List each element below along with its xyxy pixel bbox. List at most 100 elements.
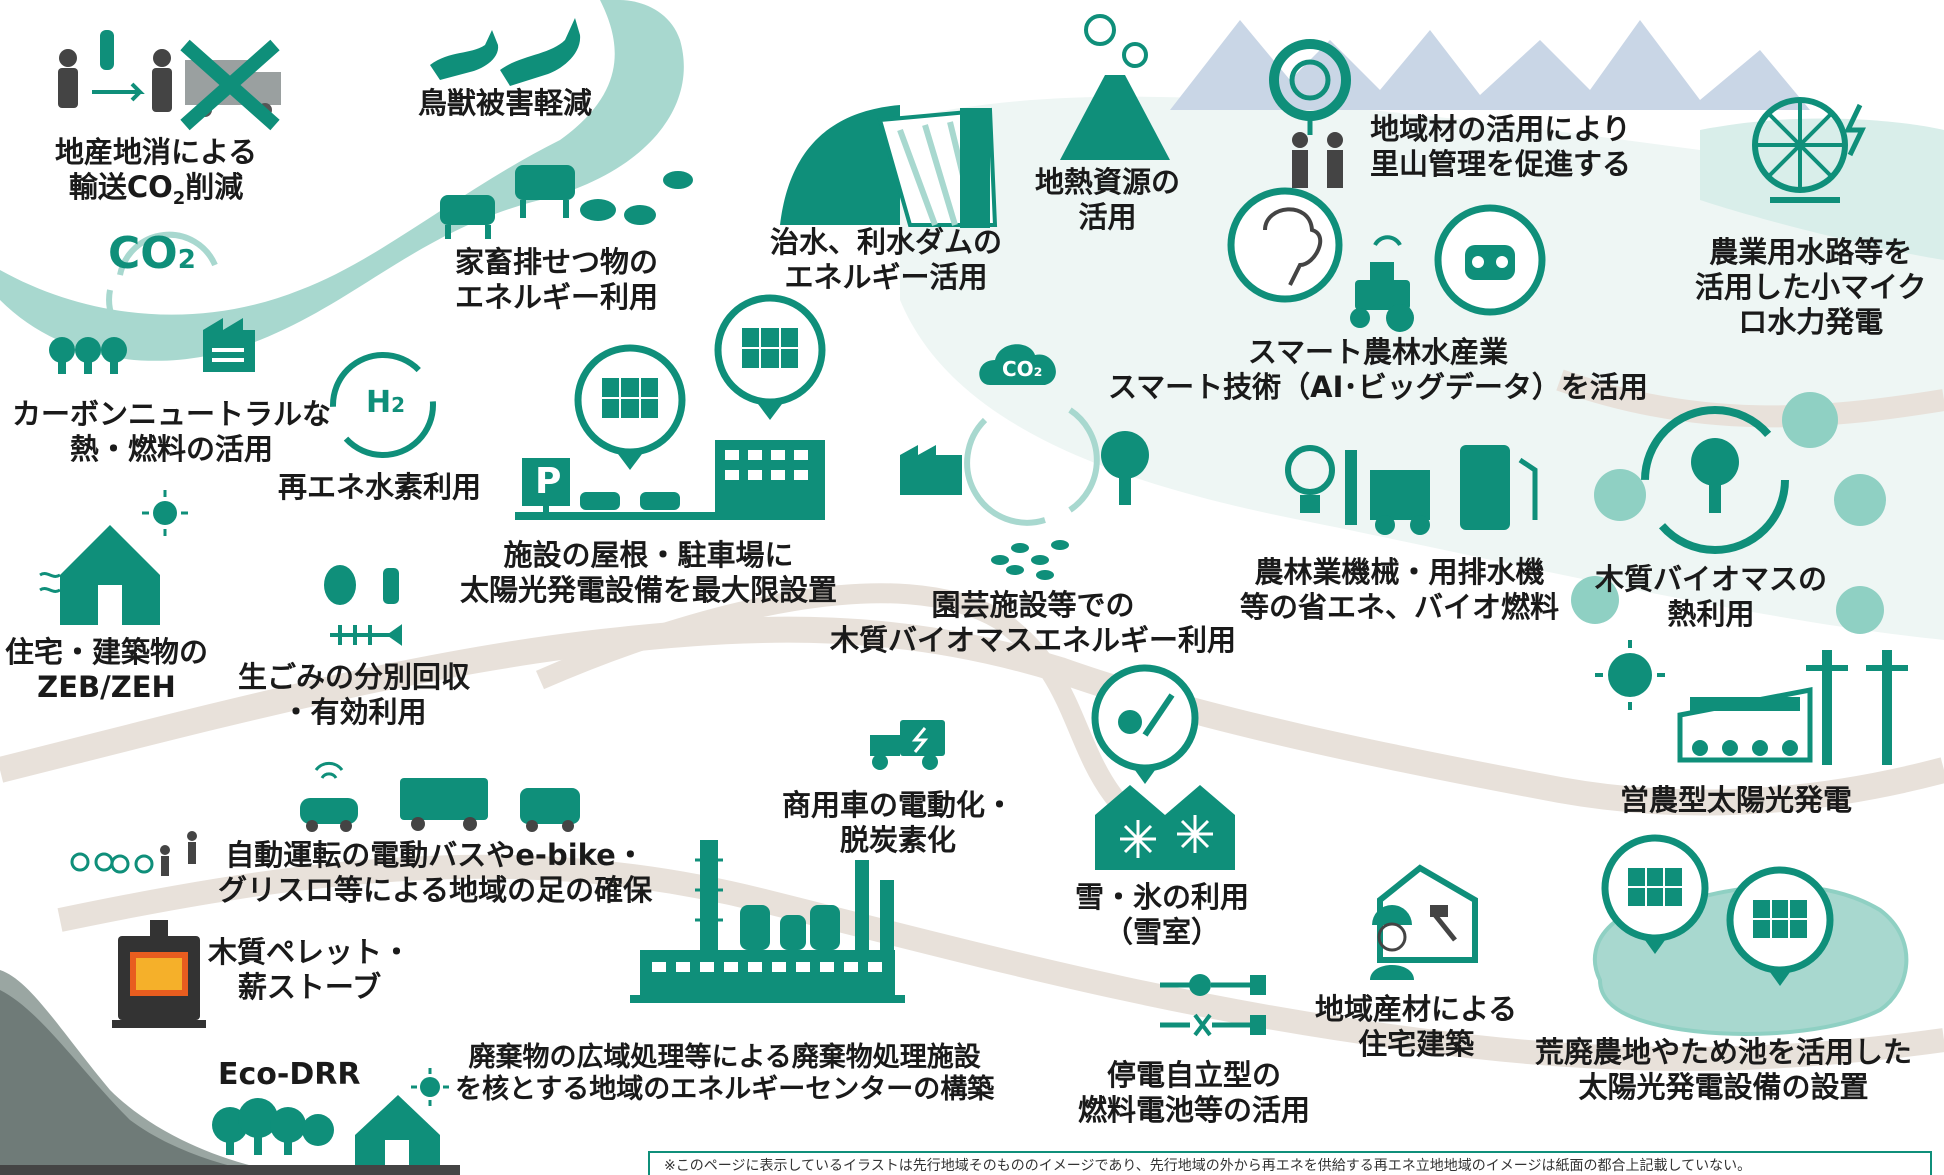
- label-local-consumption-line2: 輸送CO2削減: [55, 170, 257, 209]
- water-wheel-icon: [1752, 97, 1866, 203]
- co2-subscript: 2: [172, 187, 186, 209]
- deer-icon: [430, 18, 581, 86]
- label-micro-hydro: 農業用水路等を 活用した小マイク ロ水力発電: [1695, 235, 1926, 339]
- label-carbon-neutral: カーボンニュートラルな 熱・燃料の活用: [12, 397, 331, 467]
- self-driving-car-icon: [300, 761, 358, 832]
- label-local-wood: 地域材の活用により 里山管理を促進する: [1370, 112, 1631, 182]
- label-livestock-line2: エネルギー利用: [455, 279, 659, 314]
- label-carbon-neutral-line1: カーボンニュートラルな: [12, 397, 332, 431]
- label-commercial-ev-line1: 商用車の電動化・: [782, 788, 1015, 822]
- waste-plant-icon: [630, 840, 905, 1003]
- reduction-text: 削減: [185, 169, 244, 204]
- co2-cycle-icon: [106, 231, 218, 353]
- house-icon: [39, 525, 160, 625]
- eco-drr-house-icon: [355, 1095, 440, 1170]
- greenhouse-solar-icon: [1677, 686, 1813, 763]
- co2-text: 輸送CO: [68, 169, 173, 204]
- label-zeb: 住宅・建築物の ZEB/ZEH: [5, 635, 208, 705]
- road-right: [1556, 369, 1944, 428]
- road-main: [0, 616, 1944, 816]
- label-rooftop-solar-line2: 太陽光発電設備を最大限設置: [460, 572, 838, 607]
- label-horticulture-line1: 園芸施設等での: [931, 588, 1135, 622]
- label-dam: 治水、利水ダムの エネルギー活用: [770, 225, 1002, 295]
- label-snow-line1: 雪・氷の利用: [1075, 880, 1250, 914]
- label-geothermal-line2: 活用: [1078, 199, 1137, 234]
- sun-icon-1: [142, 490, 188, 536]
- label-local-consumption-line1: 地産地消による: [55, 135, 258, 169]
- label-smart: スマート農林水産業 スマート技術（AI･ビッグデータ）を活用: [1108, 335, 1648, 405]
- label-fuel-cell-line1: 停電自立型の: [1107, 1058, 1282, 1092]
- dam-icon: [780, 105, 998, 228]
- label-geothermal: 地熱資源の 活用: [1035, 165, 1180, 235]
- solar-pin-farmland-2: [1726, 866, 1834, 986]
- label-micro-hydro-line2: 活用した小マイク: [1695, 269, 1927, 304]
- label-agrivoltaic: 営農型太陽光発電: [1620, 783, 1852, 818]
- sun-icon-3: [411, 1068, 449, 1106]
- pellet-stove-icon: [112, 920, 206, 1028]
- co2-icon-sub: 2: [177, 245, 196, 275]
- forest-icon: [1571, 392, 1886, 634]
- label-abandoned-farmland-line1: 荒廃農地やため池を活用した: [1535, 1035, 1913, 1069]
- label-wildlife: 鳥獣被害軽減: [418, 86, 592, 121]
- label-smart-line1: スマート農林水産業: [1247, 335, 1508, 369]
- label-horticulture: 園芸施設等での 木質バイオマスエネルギー利用: [830, 588, 1236, 658]
- cars-icon: [580, 492, 680, 510]
- h2-icon-label: H2: [366, 385, 405, 421]
- light-region-right: [900, 96, 1944, 640]
- label-snow: 雪・氷の利用 （雪室）: [1075, 880, 1249, 950]
- label-livestock-line1: 家畜排せつ物の: [455, 245, 659, 279]
- label-garbage-line1: 生ごみの分別回収: [238, 660, 471, 694]
- label-micro-hydro-line1: 農業用水路等を: [1709, 235, 1913, 269]
- label-garbage-line2: ・有効利用: [281, 694, 427, 729]
- label-garbage: 生ごみの分別回収 ・有効利用: [238, 660, 470, 730]
- label-eco-drr: Eco-DRR: [218, 1057, 360, 1093]
- co2-icon-label: CO2: [108, 228, 196, 281]
- label-smart-line2: スマート技術（AI･ビッグデータ）を活用: [1108, 369, 1648, 404]
- parking-sign-icon: [515, 458, 825, 520]
- h2-icon-sub: 2: [391, 393, 406, 417]
- label-machinery-line2: 等の省エネ、バイオ燃料: [1240, 589, 1560, 624]
- label-zeb-line2: ZEB/ZEH: [37, 669, 176, 704]
- plug-icon: [1160, 974, 1266, 1037]
- factory-icon: [203, 318, 255, 372]
- road-middle: [535, 583, 1185, 859]
- mountain-range: [1170, 20, 1810, 110]
- sun-icon-2: [1595, 640, 1665, 710]
- livestock-icon: [440, 165, 693, 239]
- label-dam-line2: エネルギー活用: [784, 259, 988, 294]
- label-agrivoltaic-line1: 営農型太陽光発電: [1620, 783, 1853, 817]
- biomass-cycle-icon: [1641, 406, 1789, 554]
- label-pellet-line2: 薪ストーブ: [237, 969, 382, 1004]
- label-fuel-cell: 停電自立型の 燃料電池等の活用: [1078, 1058, 1310, 1128]
- label-wood-biomass-heat-line2: 熱利用: [1667, 596, 1755, 631]
- solar-panel-pin-icon: [574, 344, 686, 470]
- label-machinery: 農林業機械・用排水機 等の省エネ、バイオ燃料: [1240, 555, 1559, 625]
- label-livestock: 家畜排せつ物の エネルギー利用: [455, 245, 658, 315]
- label-mobility: 自動運転の電動バスやe-bike・ グリスロ等による地域の足の確保: [218, 838, 652, 908]
- label-local-housing: 地域産材による 住宅建築: [1315, 992, 1517, 1062]
- label-zeb-line1: 住宅・建築物の: [5, 635, 209, 669]
- people-carrot-icon: [58, 30, 172, 112]
- slope-shadow: [0, 990, 280, 1175]
- label-snow-line2: （雪室）: [1104, 914, 1221, 949]
- parking-label: P: [535, 461, 562, 502]
- trees-icon: [49, 337, 127, 374]
- office-building-icon: [715, 440, 825, 515]
- factory-small-icon: [900, 445, 962, 495]
- vegetable-pin-icon: [1091, 664, 1199, 784]
- wood-chips-icon: [991, 540, 1069, 580]
- snow-house-icon: [1095, 785, 1235, 870]
- label-mobility-line1: 自動運転の電動バスやe-bike・: [225, 838, 645, 872]
- solar-panel-pin-icon-2: [714, 294, 826, 420]
- label-machinery-line1: 農林業機械・用排水機: [1254, 555, 1545, 589]
- label-waste-center-line1: 廃棄物の広域処理等による廃棄物処理施設: [468, 1042, 981, 1073]
- solar-pin-farmland-1: [1601, 834, 1709, 954]
- label-local-wood-line1: 地域材の活用により: [1370, 112, 1631, 146]
- label-local-consumption: 地産地消による 輸送CO2削減: [55, 135, 257, 209]
- label-rooftop-solar-line1: 施設の屋根・駐車場に: [503, 538, 794, 572]
- label-pellet-line1: 木質ペレット・: [208, 935, 412, 969]
- label-hydrogen: 再エネ水素利用: [278, 470, 481, 505]
- crossed-truck-icon: [180, 39, 281, 131]
